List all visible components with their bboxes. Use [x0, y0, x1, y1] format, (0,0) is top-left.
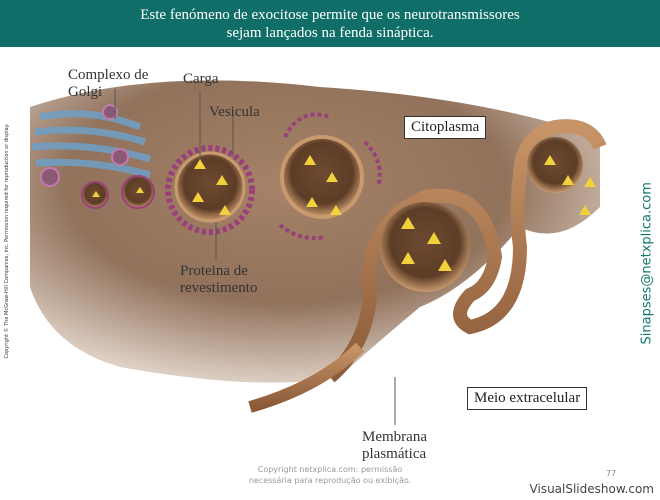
- cargo-label: Carga: [183, 71, 219, 88]
- footer-note: Copyright netxplica.com: permissão neces…: [220, 464, 440, 486]
- vesicle-label: Vesicula: [209, 104, 260, 121]
- title-banner: Este fenómeno de exocitose permite que o…: [0, 0, 660, 47]
- site-credit: Sinapses@netxplica.com: [640, 195, 655, 345]
- coat-protein-label-line-2: revestimento: [180, 280, 257, 296]
- footer-note-line-1: Copyright netxplica.com: permissão: [258, 465, 402, 474]
- extracellular-label: Meio extracelular: [467, 387, 587, 410]
- footer-note-line-2: necessária para reprodução ou exibição.: [249, 476, 411, 485]
- coat-protein-label: Proteina de revestimento: [180, 263, 257, 297]
- exocytosis-illustration: [0, 47, 620, 477]
- plasma-membrane-label: Membrana plasmática: [362, 429, 427, 463]
- coat-protein-label-line-1: Proteina de: [180, 263, 248, 279]
- plasma-membrane-label-line-2: plasmática: [362, 446, 426, 462]
- page-number: 77: [606, 469, 616, 478]
- copyright-notice: Copyright © The McGraw-Hill Companies, I…: [4, 116, 10, 366]
- banner-line-2: sejam lançados na fenda sináptica.: [0, 24, 660, 42]
- plasma-membrane-label-line-1: Membrana: [362, 429, 427, 445]
- golgi-label-line-1: Complexo de: [68, 67, 148, 83]
- golgi-label: Complexo de Golgi: [68, 67, 148, 101]
- banner-line-1: Este fenómeno de exocitose permite que o…: [0, 0, 660, 24]
- golgi-label-line-2: Golgi: [68, 84, 102, 100]
- cytoplasm-label: Citoplasma: [404, 116, 486, 139]
- watermark: VisualSlideshow.com: [530, 482, 654, 496]
